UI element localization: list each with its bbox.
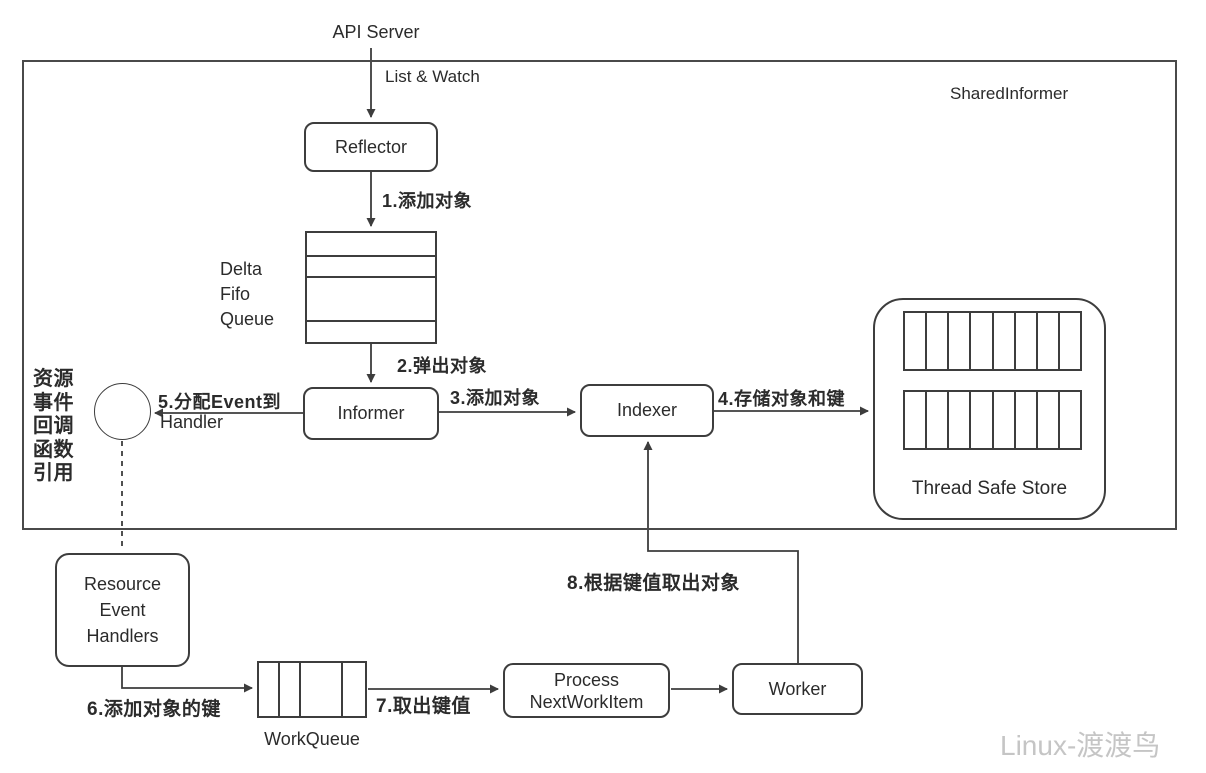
workqueue-label: WorkQueue: [264, 729, 360, 749]
edge-handlers-to-workqueue: [121, 667, 253, 693]
store-slot-row: [903, 311, 1082, 371]
informer-label: Informer: [337, 403, 405, 423]
step4-label: 4.存储对象和键: [718, 389, 846, 409]
indexer-label: Indexer: [616, 400, 678, 420]
informer-node: Informer: [303, 387, 439, 440]
callback-circle-node: [94, 383, 151, 440]
list-watch-label: List & Watch: [385, 67, 480, 86]
step6-label: 6.添加对象的键: [87, 699, 221, 720]
callback-ref-label: 资源 事件 回调 函数 引用: [33, 368, 74, 484]
step3-label: 3.添加对象: [450, 388, 541, 408]
delta-fifo-queue-node: [305, 231, 437, 344]
workqueue-slot: [259, 663, 278, 716]
sharedinformer-label: SharedInformer: [950, 84, 1069, 103]
reflector-node: Reflector: [304, 122, 438, 172]
thread-safe-store-node: Thread Safe Store: [873, 298, 1106, 520]
delta-fifo-slot: [307, 255, 435, 276]
worker-node: Worker: [732, 663, 863, 715]
watermark-label: Linux-渡渡鸟: [1000, 730, 1161, 761]
indexer-node: Indexer: [580, 384, 714, 437]
thread-safe-store-label: Thread Safe Store: [911, 478, 1068, 499]
workqueue-slot: [278, 663, 299, 716]
step8-label: 8.根据键值取出对象: [567, 573, 740, 594]
edge-worker-to-indexer: [643, 441, 799, 663]
api-server-label: API Server: [332, 22, 420, 42]
sharedinformer-boundary: [22, 60, 1177, 530]
delta-fifo-slot: [307, 276, 435, 320]
reflector-label: Reflector: [334, 136, 408, 157]
delta-fifo-slot: [307, 320, 435, 342]
step1-label: 1.添加对象: [382, 191, 473, 211]
step5-label-line1: 5.分配Event到: [158, 392, 282, 412]
workqueue-slot: [341, 663, 365, 716]
step2-label: 2.弹出对象: [397, 356, 488, 376]
workqueue-slot: [299, 663, 341, 716]
process-next-work-item-node: Process NextWorkItem: [503, 663, 670, 718]
store-slot-row: [903, 390, 1082, 450]
delta-fifo-label: Delta Fifo Queue: [220, 259, 275, 329]
resource-event-handlers-node: Resource Event Handlers: [55, 553, 190, 667]
workqueue-node: [257, 661, 367, 718]
worker-label: Worker: [768, 678, 827, 699]
step7-label: 7.取出键值: [376, 696, 471, 717]
step5-label-line2: Handler: [160, 412, 224, 432]
delta-fifo-slot: [307, 233, 435, 255]
